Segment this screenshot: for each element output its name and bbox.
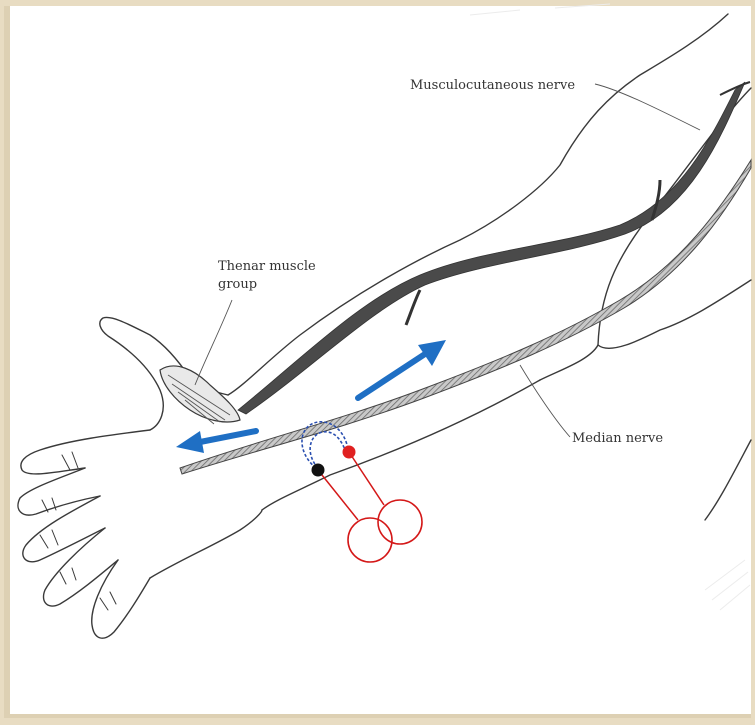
active-electrode: [343, 446, 356, 459]
thenar-label-line2: group: [218, 277, 257, 292]
reference-electrode: [312, 464, 325, 477]
median-label: Median nerve: [572, 431, 663, 446]
illustration-panel: [10, 6, 751, 714]
thenar-label-line1: Thenar muscle: [218, 259, 316, 274]
musculocutaneous-label: Musculocutaneous nerve: [410, 78, 575, 93]
